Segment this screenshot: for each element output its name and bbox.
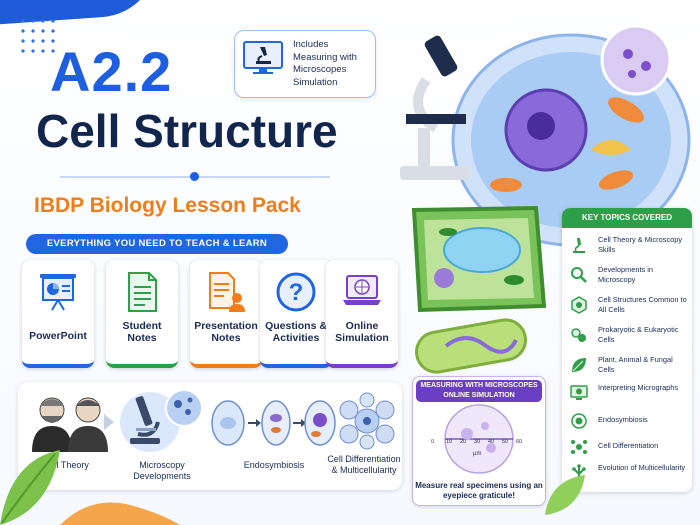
topic-label: Endosymbiosis	[598, 415, 648, 424]
lesson-title: Cell Structure	[36, 105, 338, 157]
multicellularity-icon	[572, 464, 586, 481]
topic-label: Prokaryotic & Eukaryotic Cells	[598, 325, 679, 344]
timeline-label-differentiation: Cell Differentiation & Multicellularity	[327, 454, 401, 475]
topic-label: Cell Theory & Microscopy Skills	[598, 235, 683, 254]
scale-tick-60: 60	[516, 439, 523, 445]
resource-card-presentation-notes: Presentation Notes	[190, 260, 262, 368]
microscope-developments-icon	[120, 389, 203, 452]
everything-banner: EVERYTHING YOU NEED TO TEACH & LEARN	[26, 234, 288, 254]
badge-line-3: Microscopes	[293, 64, 347, 75]
cell-illustration	[400, 24, 691, 374]
leaf-decoration-icon	[0, 450, 60, 525]
notes-document-icon	[128, 272, 157, 312]
svg-text:?: ?	[289, 279, 304, 306]
badge-line-1: Includes	[293, 39, 329, 50]
multicellularity-cluster-icon	[339, 392, 395, 450]
resource-card-student-notes: Student Notes	[106, 260, 178, 368]
dot-pattern-decoration	[18, 16, 58, 56]
resource-label-powerpoint: PowerPoint	[29, 330, 87, 342]
scale-tick-30: 30	[474, 439, 481, 445]
simulation-badge: Includes Measuring with Microscopes Simu…	[234, 30, 376, 98]
topic-label: Evolution of Multicellularity	[598, 463, 686, 472]
microscope-icon	[573, 238, 585, 253]
scientists-portrait-icon	[32, 397, 108, 452]
key-topics-panel: KEY TOPICS COVERED Cell Theory & Microsc…	[562, 208, 692, 492]
topic-label: Developments in Microscopy	[598, 265, 654, 284]
presentation-icon	[40, 274, 76, 311]
scale-tick-40: 40	[488, 439, 495, 445]
graticule-view-icon	[444, 404, 514, 474]
key-topics-header: KEY TOPICS COVERED	[562, 208, 692, 228]
differentiation-icon	[571, 440, 587, 454]
history-strip: Cell Theory Microscopy Developments	[18, 382, 402, 490]
topic-label: Interpreting Micrographs	[598, 383, 679, 392]
leaf-icon	[572, 358, 586, 372]
lesson-code: A2.2	[50, 40, 173, 103]
endosymbiosis-icon	[571, 413, 587, 429]
cells-icon	[571, 328, 586, 342]
title-divider-dot	[190, 172, 199, 181]
monitor-microscope-icon	[243, 41, 283, 74]
resource-card-questions: ? Questions & Activities	[260, 260, 332, 368]
topic-item: Prokaryotic & Eukaryotic Cells	[568, 322, 690, 348]
measuring-footer: Measure real specimens using an eyepiece…	[415, 481, 543, 500]
topic-item: Endosymbiosis	[568, 408, 690, 434]
scale-tick-0: 0	[431, 439, 435, 445]
resource-label-questions: Questions & Activities	[265, 320, 327, 344]
resource-label-student-notes: Student Notes	[122, 320, 162, 344]
topic-item: Developments in Microscopy	[568, 262, 690, 288]
topic-item: Cell Theory & Microscopy Skills	[568, 232, 690, 258]
resource-card-powerpoint: PowerPoint	[22, 260, 94, 368]
topic-label: Cell Differentiation	[598, 441, 659, 450]
magnifier-icon	[571, 267, 587, 283]
scale-unit: µm	[473, 451, 482, 457]
laptop-simulation-icon	[343, 275, 381, 305]
topic-item: Cell Structures Common to All Cells	[568, 292, 690, 318]
presenter-notes-icon	[209, 272, 245, 312]
resource-card-online-simulation: Online Simulation	[326, 260, 398, 368]
endosymbiosis-sequence-icon	[211, 400, 336, 446]
topic-label: Cell Structures Common to All Cells	[598, 295, 687, 314]
timeline-label-cell-theory: Cell Theory	[43, 460, 89, 470]
resource-label-presentation-notes: Presentation Notes	[194, 320, 258, 344]
micrograph-icon	[570, 385, 588, 400]
small-leaf-decoration-icon	[545, 475, 585, 515]
badge-line-4: Simulation	[293, 76, 338, 88]
badge-line-2: Measuring with	[293, 51, 357, 63]
topic-item: Plant, Animal & Fungal Cells	[568, 352, 690, 378]
resource-label-online-simulation: Online Simulation	[335, 320, 389, 344]
scale-tick-10: 10	[446, 439, 453, 445]
measuring-simulation-card: MEASURING WITH MICROSCOPES ONLINE SIMULA…	[412, 376, 546, 506]
topic-item: Evolution of Multicellularity	[568, 460, 690, 486]
scale-tick-50: 50	[502, 439, 509, 445]
question-icon: ?	[276, 272, 316, 312]
topic-label: Plant, Animal & Fungal Cells	[598, 355, 673, 374]
topic-item: Cell Differentiation	[568, 434, 690, 460]
timeline-label-microscopy: Microscopy Developments	[133, 460, 191, 481]
scale-tick-20: 20	[460, 439, 467, 445]
graticule-scale: 0 10 20 30 40 50 60	[429, 439, 529, 449]
timeline-label-endosymbiosis: Endosymbiosis	[243, 460, 305, 470]
lesson-subtitle: IBDP Biology Lesson Pack	[34, 194, 301, 217]
topic-item: Interpreting Micrographs	[568, 380, 690, 406]
orange-wave-decoration	[60, 502, 180, 525]
measuring-header: MEASURING WITH MICROSCOPES ONLINE SIMULA…	[416, 380, 542, 402]
chevron-right-icon	[104, 414, 114, 430]
cell-hexagon-icon	[571, 296, 587, 314]
